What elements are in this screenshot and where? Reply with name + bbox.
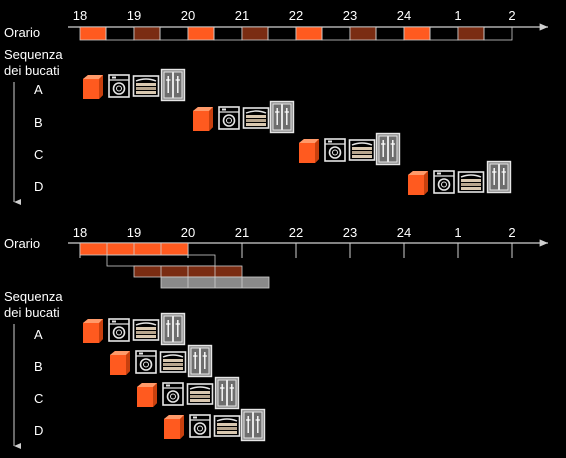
tick-label: 1	[454, 225, 461, 240]
tick-label: 19	[127, 8, 141, 23]
tick-labels: 18 19 20 21 22 23 24 1 2	[73, 225, 516, 240]
wardrobe-icon	[269, 100, 295, 134]
tick-label: 24	[397, 8, 411, 23]
empty-slot	[429, 26, 459, 41]
sequential-timeline	[79, 26, 513, 41]
tick-label: 23	[343, 225, 357, 240]
load-row-a	[83, 312, 186, 346]
load-label: C	[34, 147, 43, 162]
wardrobe-icon	[486, 160, 512, 194]
washer-icon	[110, 351, 130, 375]
wardrobe-icon	[214, 376, 240, 410]
dryer-icon	[218, 106, 240, 130]
sequence-label: dei bucati	[4, 305, 60, 320]
folding-icon	[186, 383, 214, 405]
tick-label: 18	[73, 225, 87, 240]
tick-label: 22	[289, 225, 303, 240]
washer-icon	[83, 319, 103, 343]
dryer-slot	[457, 26, 485, 41]
wardrobe-icon	[375, 132, 401, 166]
sequence-label: Sequenza	[4, 289, 63, 304]
load-row-a	[83, 68, 186, 102]
dryer-icon	[108, 318, 130, 342]
wardrobe-icon	[160, 312, 186, 346]
tick-label: 18	[73, 8, 87, 23]
wardrobe-icon	[187, 344, 213, 378]
folding-icon	[348, 139, 376, 161]
empty-slot	[267, 26, 297, 41]
load-row-d	[164, 408, 266, 442]
pipelined-timeline	[79, 242, 270, 289]
empty-slot	[213, 26, 243, 41]
axis-label: Orario	[4, 236, 40, 251]
load-label: D	[34, 179, 43, 194]
wardrobe-icon	[160, 68, 186, 102]
tick-labels: 18 19 20 21 22 23 24 1 2	[73, 8, 516, 23]
dryer-icon	[135, 350, 157, 374]
tick-label: 20	[181, 8, 195, 23]
load-label: B	[34, 359, 43, 374]
folding-icon	[159, 351, 187, 373]
folding-icon	[132, 75, 160, 97]
tick-label: 2	[508, 225, 515, 240]
load-label: B	[34, 115, 43, 130]
tick-label: 19	[127, 225, 141, 240]
stage-outline	[106, 254, 216, 267]
load-label: D	[34, 423, 43, 438]
folding-icon	[242, 107, 270, 129]
washer-icon	[83, 75, 103, 99]
tick-label: 23	[343, 8, 357, 23]
washer-slot	[403, 26, 431, 41]
folding-icon	[132, 319, 160, 341]
load-row-b	[110, 344, 213, 378]
tick-label: 2	[508, 8, 515, 23]
load-row-c	[137, 376, 240, 410]
empty-slot	[321, 26, 351, 41]
tick-label: 24	[397, 225, 411, 240]
folding-icon	[457, 171, 485, 193]
washer-slot	[187, 26, 215, 41]
dryer-icon	[189, 414, 211, 438]
dryer-slot	[133, 26, 161, 41]
load-row-b	[193, 100, 295, 134]
dryer-slot	[349, 26, 377, 41]
empty-slot	[483, 26, 513, 41]
tick-label: 21	[235, 8, 249, 23]
washer-icon	[408, 171, 428, 195]
dryer-slot	[241, 26, 269, 41]
washer-icon	[193, 107, 213, 131]
dryer-icon	[433, 170, 455, 194]
tick-label: 20	[181, 225, 195, 240]
empty-slot	[159, 26, 189, 41]
washer-slot	[79, 26, 107, 41]
top-panel: Orario 18 19 20 21 22 23 24 1 2	[4, 8, 548, 205]
tick-label: 1	[454, 8, 461, 23]
axis-label: Orario	[4, 25, 40, 40]
load-label: A	[34, 82, 43, 97]
load-label: C	[34, 391, 43, 406]
empty-slot	[105, 26, 135, 41]
wardrobe-icon	[240, 408, 266, 442]
bottom-panel: Orario 18 19 20 21 22 23 24 1 2	[4, 225, 548, 449]
dryer-icon	[108, 74, 130, 98]
washer-icon	[164, 415, 184, 439]
washer-icon	[299, 139, 319, 163]
tick-label: 22	[289, 8, 303, 23]
load-row-c	[299, 132, 401, 166]
load-row-d	[408, 160, 512, 195]
load-label: A	[34, 327, 43, 342]
sequence-label: dei bucati	[4, 63, 60, 78]
folding-icon	[213, 415, 241, 437]
sequence-label: Sequenza	[4, 47, 63, 62]
dryer-icon	[324, 138, 346, 162]
washer-slot	[295, 26, 323, 41]
empty-slot	[375, 26, 405, 41]
dryer-icon	[162, 382, 184, 406]
washer-icon	[137, 383, 157, 407]
tick-label: 21	[235, 225, 249, 240]
